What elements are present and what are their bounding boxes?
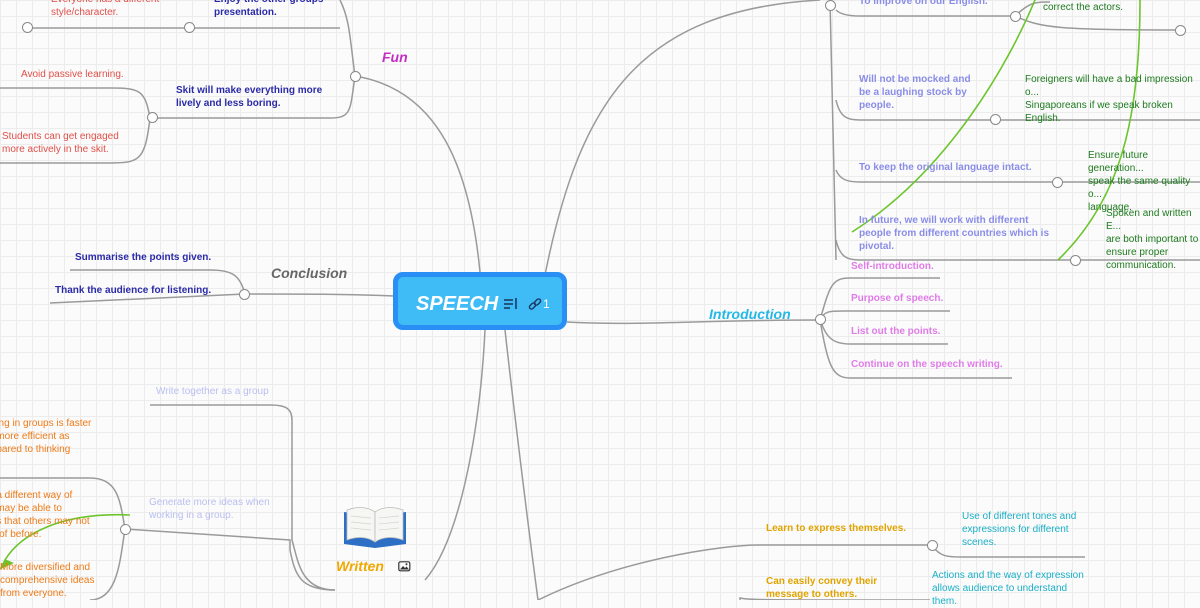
lang-node-spoken[interactable]: Spoken and written E... are both importa… (1106, 208, 1199, 271)
intro-node-points[interactable]: List out the points. (851, 326, 941, 337)
intro-node-purpose[interactable]: Purpose of speech. (851, 293, 944, 304)
branch-written[interactable]: Written (336, 558, 384, 574)
central-topic-title: SPEECH (416, 293, 499, 315)
collapse-dot[interactable] (147, 112, 158, 123)
collapse-dot[interactable] (990, 114, 1001, 125)
collapse-dot[interactable] (1175, 25, 1186, 36)
intro-node-self[interactable]: Self-introduction. (851, 261, 934, 272)
written-node-different-way[interactable]: ...a different way of ...may be able to … (0, 490, 90, 540)
lang-node-mocked[interactable]: Will not be mocked and be a laughing sto… (859, 74, 971, 111)
lang-node-future-gen[interactable]: Ensure future generation... speak the sa… (1088, 150, 1191, 213)
collapse-dot[interactable] (815, 314, 826, 325)
collapse-dot[interactable] (1052, 177, 1063, 188)
written-node-diversified[interactable]: More diversified and comprehensive ideas… (0, 562, 95, 599)
skill-node-express[interactable]: Learn to express themselves. (766, 523, 907, 534)
collapse-dot[interactable] (239, 289, 250, 300)
notes-icon[interactable] (504, 298, 518, 310)
link-count: 1 (543, 297, 550, 311)
collapse-dot[interactable] (184, 22, 195, 33)
link-icon[interactable] (528, 298, 542, 312)
branch-conclusion[interactable]: Conclusion (271, 265, 348, 281)
central-topic[interactable]: SPEECH 1 (393, 272, 567, 330)
collapse-dot[interactable] (825, 0, 836, 11)
book-icon (344, 507, 406, 548)
image-icon[interactable] (398, 561, 411, 572)
lang-node-work[interactable]: In future, we will work with different p… (859, 215, 1050, 252)
collapse-dot[interactable] (120, 524, 131, 535)
written-node-together[interactable]: Write together as a group (156, 386, 269, 397)
written-node-faster[interactable]: ...ing in groups is faster ...more effic… (0, 418, 92, 455)
fun-node-skit[interactable]: Skit will make everything more lively an… (176, 85, 323, 109)
intro-node-continue[interactable]: Continue on the speech writing. (851, 359, 1003, 370)
lang-node-improve[interactable]: To improve on our English. (859, 0, 988, 7)
collapse-dot[interactable] (22, 22, 33, 33)
collapse-dot[interactable] (350, 71, 361, 82)
collapse-dot[interactable] (927, 540, 938, 551)
branch-fun[interactable]: Fun (382, 49, 408, 65)
collapse-dot[interactable] (1070, 255, 1081, 266)
fun-node-presentation[interactable]: Enjoy the other groups presentation. (214, 0, 323, 18)
conclusion-node-summarise[interactable]: Summarise the points given. (75, 252, 212, 263)
fun-node-character[interactable]: Everyone has a different style/character… (51, 0, 159, 18)
skill-node-convey[interactable]: Can easily convey their message to other… (766, 576, 878, 600)
fun-node-passive[interactable]: Avoid passive learning. (21, 69, 124, 80)
skill-node-tones[interactable]: Use of different tones and expressions f… (962, 511, 1077, 548)
collapse-dot[interactable] (1010, 11, 1021, 22)
fun-node-engaged[interactable]: Students can get engaged more actively i… (2, 131, 119, 155)
lang-node-foreigners[interactable]: Foreigners will have a bad impression o.… (1025, 74, 1193, 124)
branch-introduction[interactable]: Introduction (709, 306, 791, 322)
written-node-ideas[interactable]: Generate more ideas when working in a gr… (149, 497, 270, 521)
conclusion-node-thank[interactable]: Thank the audience for listening. (55, 285, 212, 296)
lang-node-intact[interactable]: To keep the original language intact. (859, 162, 1032, 173)
skill-node-actions[interactable]: Actions and the way of expression allows… (932, 570, 1084, 607)
lang-node-correct[interactable]: correct the actors. (1043, 2, 1124, 13)
